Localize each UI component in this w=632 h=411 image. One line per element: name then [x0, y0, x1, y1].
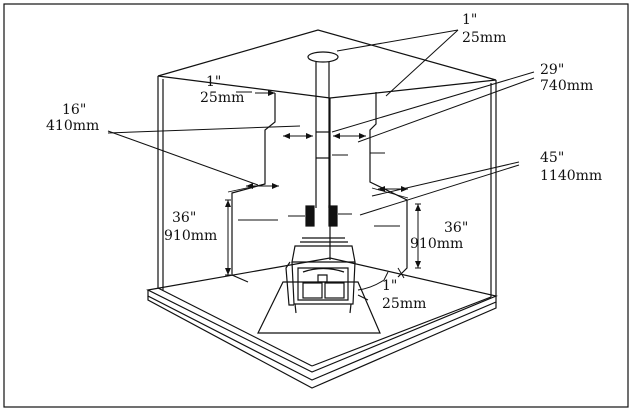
left-clearance-outline [227, 93, 276, 283]
wood-stove [285, 237, 356, 314]
label-left-side-mm: 410mm [46, 118, 99, 134]
label-ceiling-in: 1" [462, 12, 477, 28]
label-right-height-in: 36" [444, 220, 468, 236]
label-left-upper-mm: 25mm [200, 90, 244, 106]
label-left-upper-in: 1" [206, 74, 221, 90]
walls [157, 76, 497, 297]
label-left-side-in: 16" [62, 102, 86, 118]
stovepipe [305, 62, 338, 227]
label-corner-in: 45" [540, 150, 564, 166]
arrowheads [225, 90, 421, 275]
label-left-height-in: 36" [172, 210, 196, 226]
figure-border [3, 3, 629, 408]
label-ceiling-mm: 25mm [462, 30, 506, 46]
hearth-pad [257, 281, 381, 334]
label-pipe-wall-mm: 740mm [540, 78, 593, 94]
label-left-height-mm: 910mm [164, 228, 217, 244]
floor [146, 257, 498, 389]
label-right-height-mm: 910mm [410, 236, 463, 252]
right-clearance-outline [369, 92, 409, 278]
label-corner-mm: 1140mm [540, 168, 602, 184]
label-floor-mm: 25mm [382, 296, 426, 312]
label-pipe-wall-in: 29" [540, 62, 564, 78]
chimney-collar [307, 51, 339, 63]
label-floor-in: 1" [382, 278, 397, 294]
